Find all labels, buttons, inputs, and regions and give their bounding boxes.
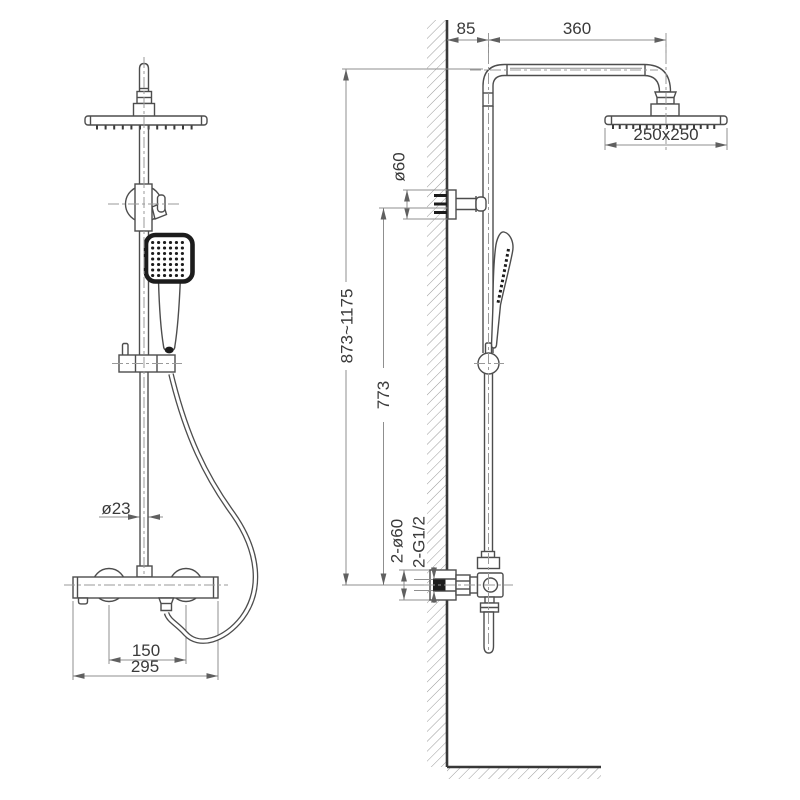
mixer-front (72, 565, 219, 612)
dim-label-inlet-spacing: 150 (132, 641, 160, 660)
dim-label-height-range: 873~1175 (338, 289, 357, 364)
dim-label-arm-length: 360 (563, 19, 591, 38)
dim-label-riser-height: 773 (374, 381, 393, 409)
hand-shower-side (490, 231, 514, 349)
wall-bracket-side (434, 189, 487, 220)
dimension-labels: 85 360 250x250 ø60 873~1175 773 2-ø60 2-… (101, 19, 698, 676)
floor-section (447, 765, 601, 779)
side-view (414, 33, 728, 654)
mixer-spout (77, 597, 89, 605)
thread-dimension (414, 567, 437, 603)
front-view (64, 57, 259, 644)
front-centerlines (64, 57, 228, 586)
shower-hose-front (163, 373, 259, 644)
wall-section (427, 20, 449, 767)
riser-front (138, 125, 150, 566)
dim-label-wall-offset: 85 (457, 19, 476, 38)
ring-holder-front (124, 183, 168, 232)
shower-arm-side (482, 63, 672, 107)
hose-nut (158, 597, 175, 612)
dim-label-riser-diameter: ø23 (101, 499, 130, 518)
dim-label-threads: 2-G1/2 (410, 516, 429, 568)
side-centerlines (424, 33, 667, 650)
dim-label-bracket-diameter: ø60 (390, 152, 409, 181)
hand-shower-front (143, 232, 195, 354)
dim-label-head-size: 250x250 (633, 125, 698, 144)
dim-label-body-width: 295 (131, 657, 159, 676)
hose-drop-side (483, 611, 495, 654)
spray-face-dots (151, 240, 190, 278)
dim-label-escutcheons: 2-ø60 (388, 519, 407, 563)
rain-shower-head-front (84, 115, 208, 130)
